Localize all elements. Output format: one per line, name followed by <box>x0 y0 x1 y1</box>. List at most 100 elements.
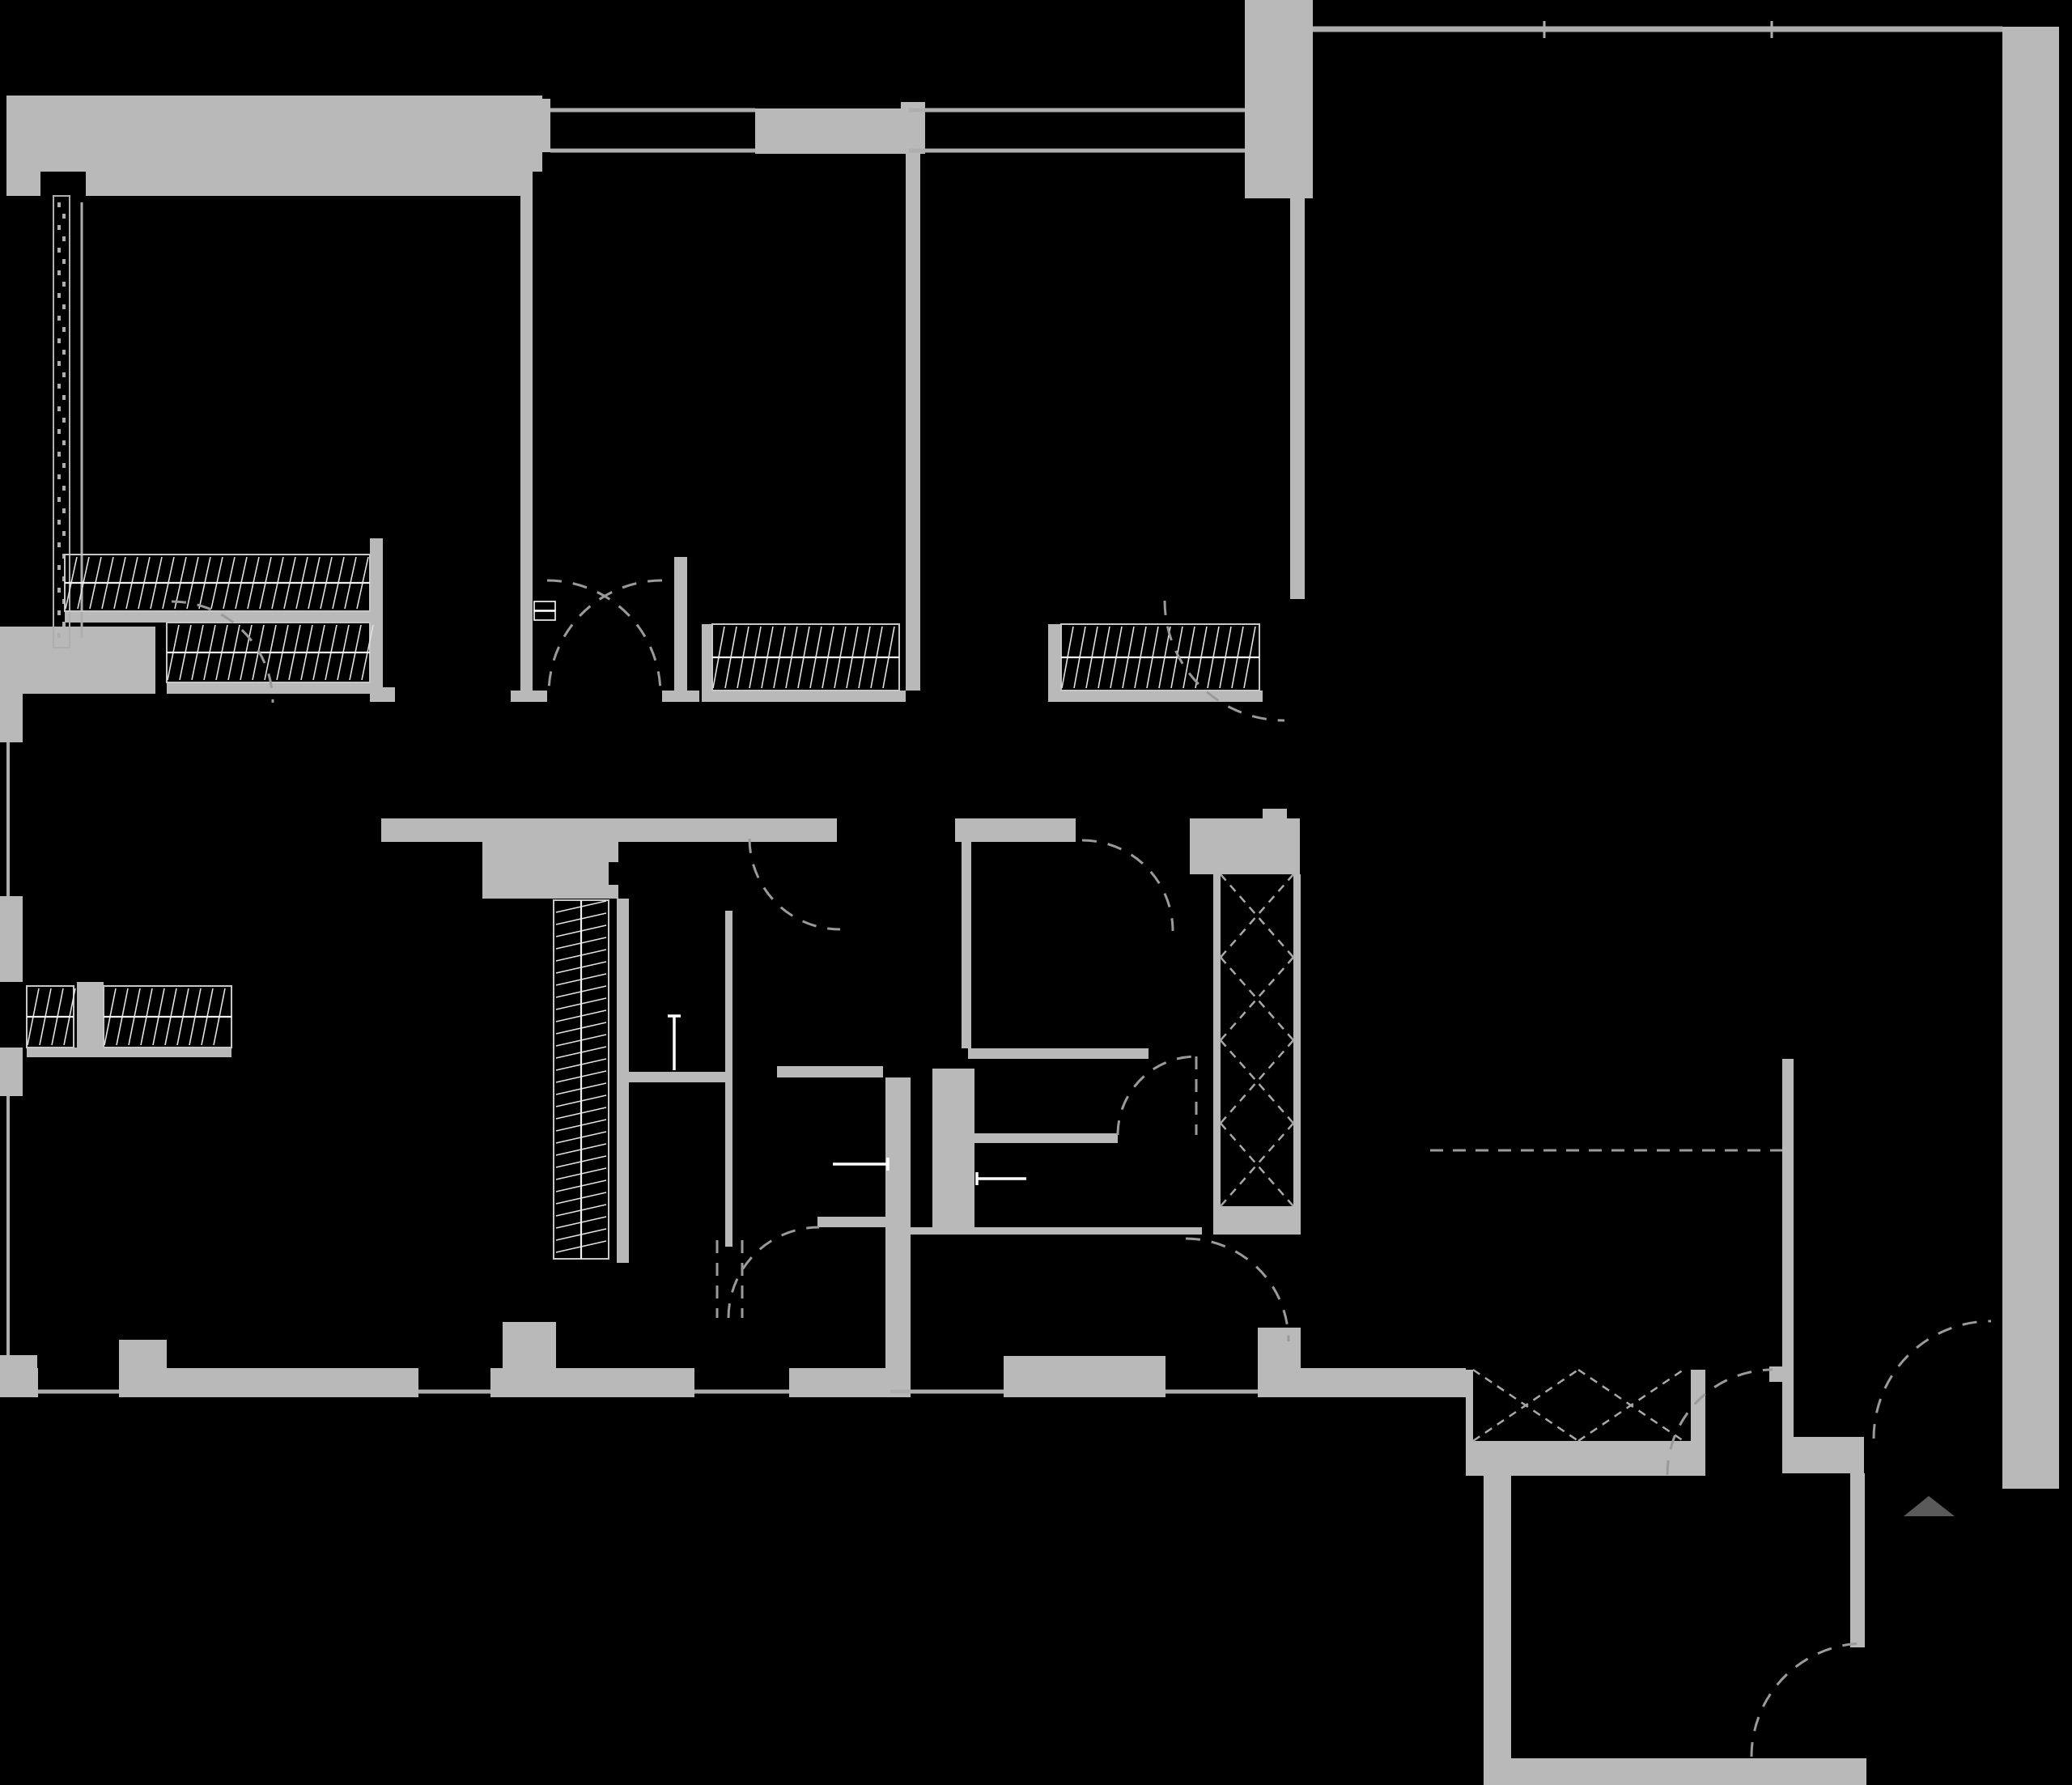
window-mullion-dot <box>57 225 61 230</box>
wall-segment <box>626 1072 732 1082</box>
fixture-box <box>533 610 556 621</box>
shaft-x-line <box>1577 1368 1684 1443</box>
shaft-crosshatch <box>1472 1368 1684 1443</box>
window-mullion-dot <box>57 361 61 366</box>
wall-segment <box>725 1082 732 1247</box>
wall-segment <box>617 899 629 1263</box>
wall-segment <box>0 896 23 982</box>
window-mullion-dot <box>57 520 61 525</box>
wall-segment <box>725 911 732 1082</box>
shaft-x-line <box>1220 1039 1294 1124</box>
wall-segment <box>932 1069 974 1227</box>
door-swing-arc <box>1750 1642 1866 1757</box>
wardrobe-hatch <box>26 985 76 1048</box>
wall-segment <box>1245 0 1313 198</box>
wall-segment <box>1213 874 1221 1235</box>
shaft-x-line <box>1220 956 1294 1041</box>
wall-segment <box>0 627 155 694</box>
wall-segment <box>1290 198 1305 599</box>
window-mullion-dot <box>57 248 61 253</box>
window-mullion-dot <box>57 588 61 593</box>
wall-segment <box>885 1077 911 1397</box>
wall-segment <box>1782 1059 1794 1437</box>
fixture-box <box>533 601 556 611</box>
door-swing-arc <box>546 579 662 695</box>
wall-segment <box>1004 1356 1166 1397</box>
wall-segment <box>119 1368 418 1397</box>
wardrobe-hatch <box>103 985 232 1048</box>
wall-segment <box>537 99 550 152</box>
wall-segment <box>974 1133 1118 1143</box>
window-mullion-dot <box>57 429 61 434</box>
window-mullion-dot <box>62 622 66 627</box>
window-mullion-dot <box>62 486 66 491</box>
window-mullion-dot <box>62 372 66 377</box>
shaft-x-line <box>1220 873 1294 958</box>
door-swing-arc <box>171 600 274 703</box>
door-swing-arc <box>1872 1320 1992 1439</box>
shaft-x-line <box>1472 1368 1579 1443</box>
wall-segment <box>789 1368 890 1397</box>
wall-segment <box>702 691 906 702</box>
wall-segment <box>511 691 547 702</box>
window-mullion-dot <box>57 610 61 615</box>
wall-segment <box>1301 1368 1466 1397</box>
wall-segment <box>86 172 526 196</box>
window-mullion-dot <box>57 565 61 570</box>
shaft-x-line <box>1220 1122 1294 1207</box>
window-mullion-dot <box>62 418 66 423</box>
wall-segment <box>490 1368 694 1397</box>
wall-segment <box>1190 818 1300 874</box>
door-swing-arc <box>748 838 841 931</box>
wardrobe-hatch <box>711 623 900 691</box>
shaft-x-line <box>1220 1122 1294 1207</box>
wall-segment <box>2002 27 2059 1489</box>
window-mullion-dot <box>62 395 66 400</box>
window-mullion-dot <box>62 214 66 219</box>
door-swing-arc <box>1185 1237 1290 1342</box>
wall-segment <box>1484 1758 1866 1785</box>
window-mullion-dot <box>62 463 66 468</box>
wall-segment <box>370 538 383 687</box>
window-mullion-dot <box>57 633 61 638</box>
window-mullion-dot <box>57 497 61 502</box>
wardrobe-hatch <box>553 899 609 1260</box>
wall-segment <box>906 154 920 691</box>
wall-segment <box>65 611 370 623</box>
wall-segment <box>1466 1441 1705 1476</box>
window-mullion-dot <box>57 474 61 479</box>
wall-segment <box>1782 1437 1864 1473</box>
window-mullion-dot <box>62 282 66 287</box>
wall-segment <box>911 1227 1202 1235</box>
window-mullion-dot <box>62 350 66 355</box>
wardrobe-hatch <box>166 622 374 683</box>
wall-segment <box>1213 1206 1301 1235</box>
wall-segment <box>1466 1370 1473 1441</box>
window-mullion-dot <box>62 440 66 445</box>
door-swing-arc <box>1666 1368 1773 1476</box>
wall-segment <box>962 828 971 1048</box>
wall-segment <box>167 682 370 694</box>
entrance-triangle <box>1904 1496 1955 1516</box>
window-mullion-dot <box>62 259 66 264</box>
door-swing-arc <box>1116 1055 1197 1136</box>
window-mullion-dot <box>57 406 61 411</box>
door-swing-arc <box>1163 600 1285 722</box>
wall-segment <box>0 1048 23 1096</box>
wall-segment <box>6 172 40 196</box>
window-mullion-dot <box>62 531 66 536</box>
wall-segment <box>755 108 909 154</box>
window-mullion-dot <box>57 338 61 343</box>
window-mullion-dot <box>57 316 61 321</box>
window-mullion-dot <box>57 452 61 457</box>
window-mullion-dot <box>57 202 61 207</box>
window-mullion-dot <box>62 304 66 309</box>
wall-segment <box>1263 809 1287 821</box>
shaft-x-line <box>1220 1039 1294 1124</box>
window-mullion-dot <box>57 293 61 298</box>
wall-segment <box>817 1217 911 1227</box>
window-mullion-dot <box>57 384 61 389</box>
